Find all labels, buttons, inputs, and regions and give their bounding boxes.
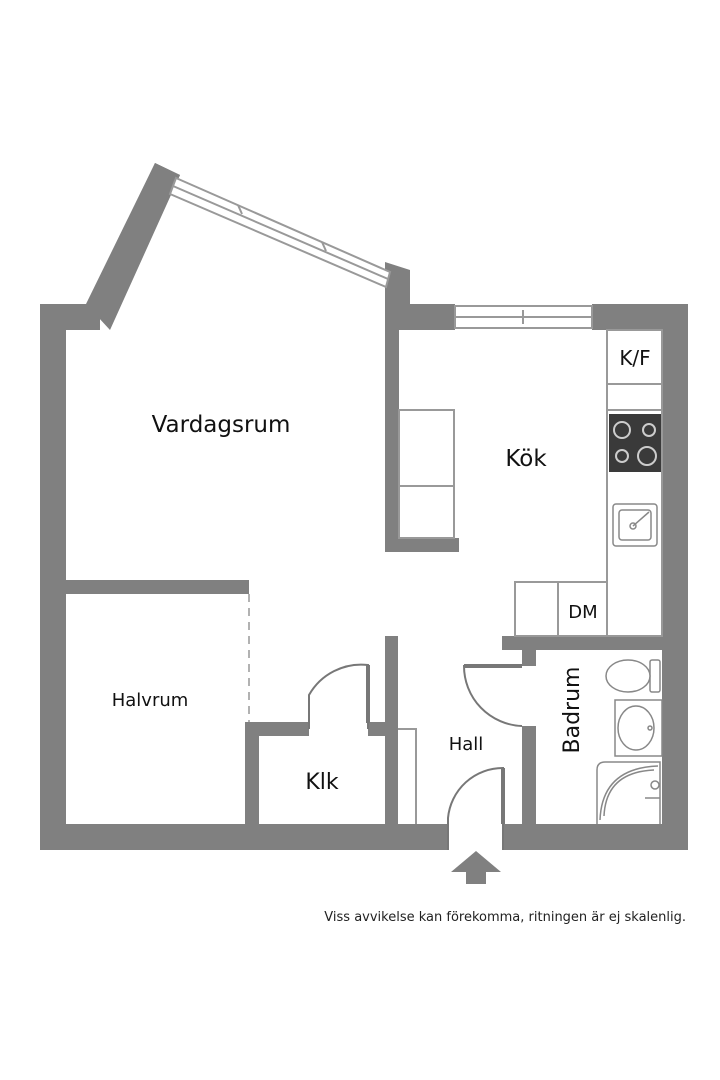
toilet-icon: [605, 659, 661, 693]
hall-wardrobe: [398, 728, 417, 824]
room-label-half-room: Halvrum: [112, 690, 189, 711]
living-cabinet: [398, 409, 455, 539]
entrance-door: [447, 766, 505, 850]
stove-icon: [609, 414, 661, 472]
disclaimer-text: Viss avvikelse kan förekomma, ritningen …: [324, 910, 686, 925]
label-dishwasher: DM: [568, 602, 597, 623]
bathroom-door: [462, 664, 523, 727]
interior-walls: [66, 580, 662, 824]
bay-window: [168, 176, 392, 289]
kitchen-counter: [514, 329, 663, 637]
room-label-hall: Hall: [449, 734, 484, 755]
bath-sink-icon: [614, 699, 663, 757]
room-label-living: Vardagsrum: [152, 412, 291, 438]
kitchen-sink-icon: [612, 503, 658, 547]
outer-walls: [40, 163, 688, 850]
closet-door: [308, 663, 370, 729]
shower-icon: [596, 761, 661, 824]
room-label-kitchen: Kök: [505, 446, 547, 472]
kitchen-window: [454, 305, 593, 329]
room-label-bathroom: Badrum: [560, 667, 585, 754]
entrance-arrow-icon: [451, 851, 501, 884]
label-fridge-freezer: K/F: [619, 346, 650, 370]
room-label-closet: Klk: [305, 770, 339, 795]
